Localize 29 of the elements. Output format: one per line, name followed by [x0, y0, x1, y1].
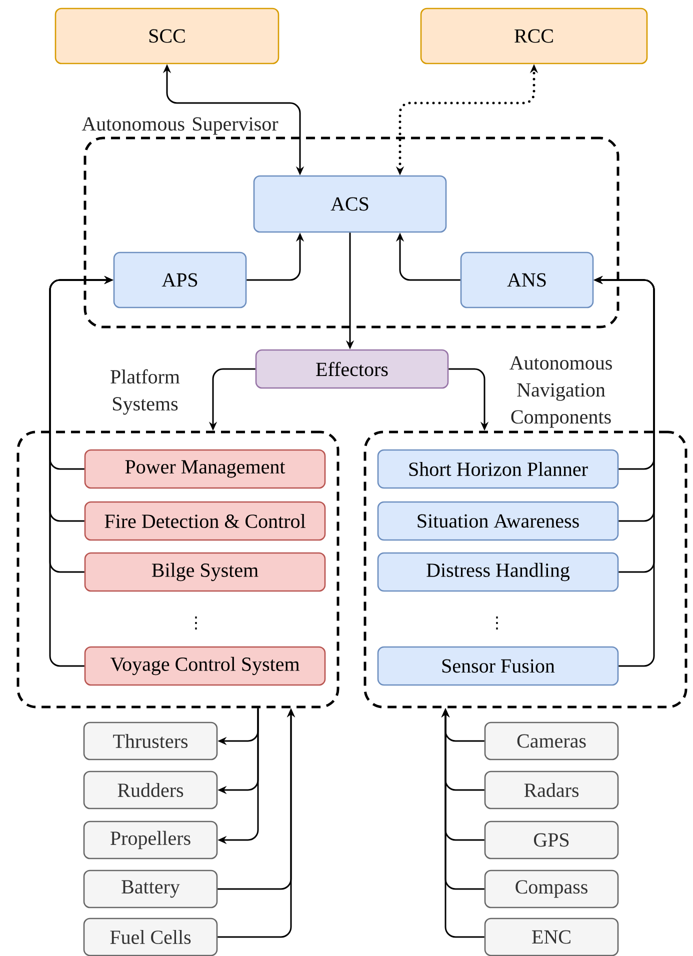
process-box: ENC — [484, 918, 619, 956]
process-box: Situation Awareness — [377, 501, 619, 541]
process-box: Rudders — [83, 770, 218, 810]
process-box: Effectors — [255, 349, 449, 389]
process-box: Compass — [484, 870, 619, 908]
process-box: SCC — [54, 8, 280, 64]
process-box: Fuel Cells — [83, 918, 218, 956]
process-box: Voyage Control System — [84, 646, 326, 686]
ellipsis: ⋮ — [496, 616, 498, 630]
group-heading: Platform Systems — [110, 369, 180, 415]
process-box: Thrusters — [83, 722, 218, 760]
process-box: Radars — [484, 770, 619, 810]
process-box: Fire Detection & Control — [84, 501, 326, 541]
process-box: Short Horizon Planner — [377, 449, 619, 489]
group-heading: Autonomous Navigation Components — [510, 356, 612, 428]
group-heading: Autonomous Supervisor — [82, 117, 278, 135]
process-box: Distress Handling — [377, 552, 619, 592]
process-box: ACS — [253, 175, 447, 233]
process-box: GPS — [484, 820, 619, 860]
process-box: Propellers — [83, 820, 218, 860]
process-box: Cameras — [484, 722, 619, 760]
process-box: ANS — [460, 252, 594, 308]
process-box: APS — [113, 252, 247, 308]
process-box: Bilge System — [84, 552, 326, 592]
process-box: Battery — [83, 870, 218, 908]
process-box: Sensor Fusion — [377, 646, 619, 686]
ellipsis: ⋮ — [195, 616, 197, 630]
process-box: Power Management — [84, 449, 326, 489]
process-box: RCC — [420, 8, 648, 64]
